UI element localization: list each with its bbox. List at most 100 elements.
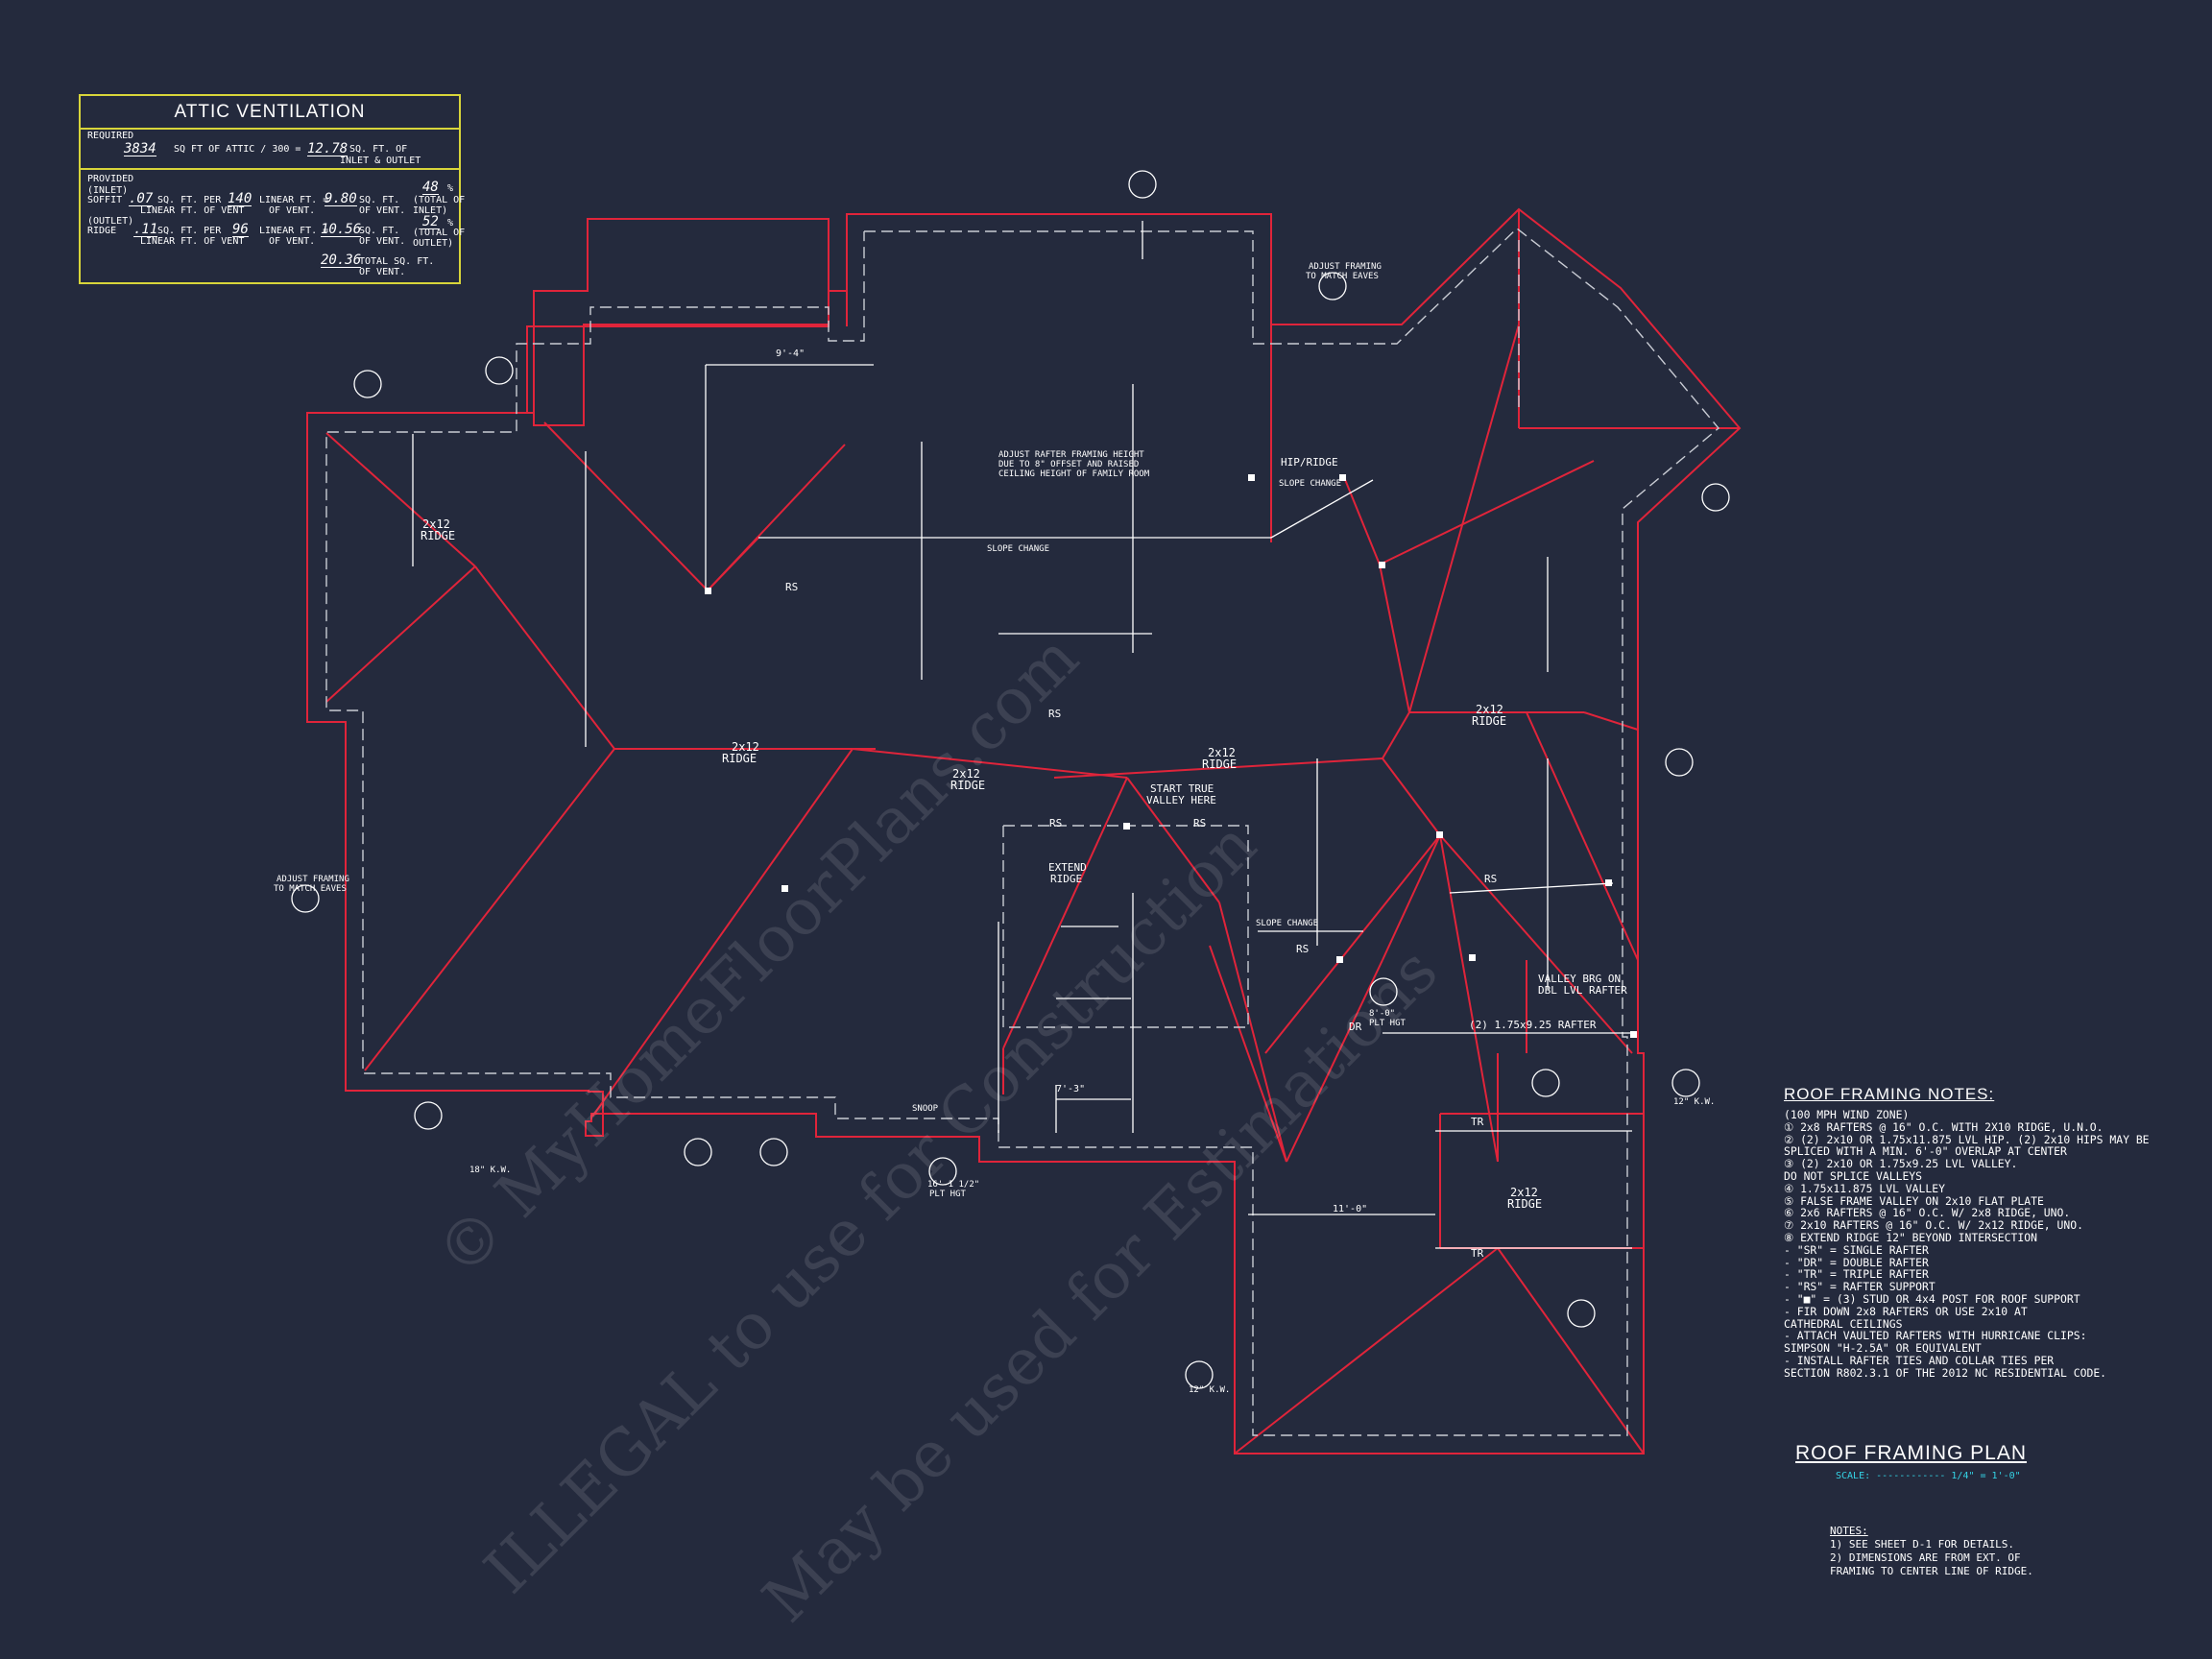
- required-label: REQUIRED: [87, 131, 134, 141]
- ridge-label: RIDGE: [87, 226, 117, 236]
- soffit-per: SQ. FT. PER: [157, 195, 222, 205]
- ridge-label: RIDGE: [722, 752, 757, 765]
- roof-framing-notes-title: ROOF FRAMING NOTES:: [1784, 1085, 1995, 1103]
- soffit-per2: LINEAR FT. OF VENT: [140, 205, 245, 216]
- ridge-total: 10.56: [321, 222, 362, 237]
- ridge-per2: LINEAR FT. OF VENT: [140, 236, 245, 247]
- dr-label: DR: [1349, 1021, 1362, 1033]
- rs-label-3: RS: [1049, 817, 1063, 830]
- provided-label: PROVIDED: [87, 174, 134, 184]
- ridge-size-label-6: 2x12: [1510, 1186, 1538, 1199]
- plate-height-label-2: PLT HGT: [1369, 1019, 1406, 1028]
- slope-change-label-3: SLOPE CHANGE: [1279, 479, 1342, 489]
- hip-ridge-label: HIP/RIDGE: [1281, 456, 1338, 469]
- section-markers: [291, 170, 1730, 1389]
- soffit-total: 9.80: [325, 191, 357, 206]
- framing-note-line: - "RS" = RAFTER SUPPORT: [1784, 1280, 1936, 1294]
- framing-note-line: - "DR" = DOUBLE RAFTER: [1784, 1255, 1929, 1269]
- tr-label: TR: [1471, 1116, 1484, 1128]
- valley-brg-note-2: DBL LVL RAFTER: [1538, 984, 1627, 997]
- construction-lines: [412, 221, 1632, 1249]
- framing-note-line: - FIR DOWN 2x8 RAFTERS OR USE 2x10 AT: [1784, 1304, 2028, 1318]
- framing-note-line: SECTION R802.3.1 OF THE 2012 NC RESIDENT…: [1784, 1365, 2107, 1380]
- soffit-pct-label2: INLET): [413, 205, 448, 216]
- soffit-pct-label: (TOTAL OF: [413, 195, 466, 205]
- general-notes: NOTES: 1) SEE SHEET D-1 FOR DETAILS. 2) …: [1830, 1525, 2033, 1578]
- ridge-lf: 96: [232, 222, 249, 237]
- tr-label-2: TR: [1471, 1247, 1484, 1260]
- required-sqft: 3834: [124, 141, 156, 156]
- ridge-label-3: RIDGE: [1202, 757, 1238, 771]
- plate-height-2: 8'-0": [1369, 1009, 1396, 1019]
- slope-change-label: SLOPE CHANGE: [987, 544, 1050, 554]
- framing-note-line: - ATTACH VAULTED RAFTERS WITH HURRICANE …: [1784, 1329, 2087, 1343]
- soffit-label: SOFFIT: [87, 195, 123, 205]
- adjust-rafter-note: ADJUST RAFTER FRAMING HEIGHT: [998, 450, 1144, 460]
- valley-brg-note: VALLEY BRG ON: [1538, 973, 1622, 985]
- kwall-12: 12" K.W.: [1189, 1385, 1231, 1395]
- ridge-pct: 52: [422, 214, 439, 229]
- plate-height: 16'-1 1/2": [927, 1180, 980, 1190]
- framing-note-line: - INSTALL RAFTER TIES AND COLLAR TIES PE…: [1784, 1353, 2055, 1367]
- adjust-framing-note-2: TO MATCH EAVES: [1306, 272, 1379, 281]
- soffit-total-unit: SQ. FT.: [359, 195, 400, 205]
- framing-note-line: - "■" = (3) STUD OR 4x4 POST FOR ROOF SU…: [1784, 1291, 2080, 1306]
- ridge-size-label-5: 2x12: [422, 517, 450, 531]
- total-value: 20.36: [321, 252, 362, 268]
- plate-height-label: PLT HGT: [929, 1190, 966, 1199]
- drawing-title: ROOF FRAMING PLAN: [1795, 1442, 2028, 1464]
- ridge-label-2: RIDGE: [950, 779, 986, 792]
- roof-support-posts: [705, 474, 1637, 1038]
- ridge-size-label-3: 2x12: [1208, 746, 1236, 759]
- dim-9-4: 9'-4": [776, 349, 805, 359]
- framing-note-line: CATHEDRAL CEILINGS: [1784, 1316, 1903, 1331]
- start-true-valley-note: START TRUE: [1150, 782, 1214, 795]
- rs-label-4: RS: [1193, 817, 1207, 830]
- general-note-2: 2) DIMENSIONS ARE FROM EXT. OF: [1830, 1551, 2021, 1564]
- roof-framing-notes-list: (100 MPH WIND ZONE)① 2x8 RAFTERS @ 16" O…: [1784, 1109, 2197, 1380]
- required-result: 12.78: [307, 141, 349, 156]
- framing-note-line: ② (2) 2x10 OR 1.75x11.875 LVL HIP. (2) 2…: [1784, 1132, 2150, 1146]
- soffit-value: .07: [129, 191, 154, 206]
- dim-11-0: 11'-0": [1333, 1204, 1368, 1214]
- framing-note-line: ① 2x8 RAFTERS @ 16" O.C. WITH 2X10 RIDGE…: [1784, 1119, 2104, 1134]
- roof-members: [325, 324, 1645, 1455]
- ridge-pct-unit: %: [447, 218, 454, 228]
- attic-ventilation-title: ATTIC VENTILATION: [81, 96, 459, 130]
- required-unit: SQ. FT. OF: [349, 144, 408, 155]
- outlet-label: (OUTLET): [87, 216, 134, 227]
- framing-note-line: (100 MPH WIND ZONE): [1784, 1108, 1910, 1121]
- attic-ventilation-table: ATTIC VENTILATION REQUIRED 3834 SQ FT OF…: [79, 94, 465, 284]
- kwall-18: 18" K.W.: [469, 1166, 512, 1175]
- soffit-lf-label2: OF VENT.: [269, 205, 316, 216]
- soffit-pct: 48: [422, 180, 439, 195]
- ridge-size-label-4: 2x12: [1476, 703, 1503, 716]
- adjust-framing-note-4: TO MATCH EAVES: [274, 884, 347, 894]
- ridge-total-unit2: OF VENT.: [359, 236, 406, 247]
- general-note-3: FRAMING TO CENTER LINE OF RIDGE.: [1830, 1565, 2033, 1577]
- adjust-framing-note: ADJUST FRAMING: [1309, 262, 1382, 272]
- required-text: SQ FT OF ATTIC / 300 =: [174, 144, 301, 155]
- rs-label-6: RS: [1484, 873, 1498, 885]
- inlet-label: (INLET): [87, 185, 129, 196]
- total-label2: OF VENT.: [359, 267, 406, 277]
- framing-note-line: - "TR" = TRIPLE RAFTER: [1784, 1267, 1929, 1282]
- ridge-lf-label2: OF VENT.: [269, 236, 316, 247]
- ridge-lf-label: LINEAR FT. =: [259, 226, 329, 236]
- dim-7-3: 7'-3": [1056, 1084, 1086, 1094]
- ridge-label-5: RIDGE: [421, 529, 456, 542]
- ridge-value: .11: [133, 222, 158, 237]
- roof-framing-notes: ROOF FRAMING NOTES: (100 MPH WIND ZONE)①…: [1784, 1085, 2197, 1380]
- ridge-size-label: 2x12: [732, 740, 759, 754]
- soffit-pct-unit: %: [447, 183, 454, 194]
- soffit-total-unit2: OF VENT.: [359, 205, 406, 216]
- rs-label: RS: [1048, 708, 1062, 720]
- kwall-12-2: 12" K.W.: [1673, 1097, 1716, 1107]
- soffit-lf: 140: [228, 191, 252, 206]
- framing-note-line: - "SR" = SINGLE RAFTER: [1784, 1242, 1929, 1257]
- required-unit2: INLET & OUTLET: [340, 156, 421, 166]
- extend-ridge-note-2: RIDGE: [1050, 873, 1083, 885]
- general-notes-title: NOTES:: [1830, 1525, 1868, 1537]
- rs-label-5: RS: [1296, 943, 1310, 955]
